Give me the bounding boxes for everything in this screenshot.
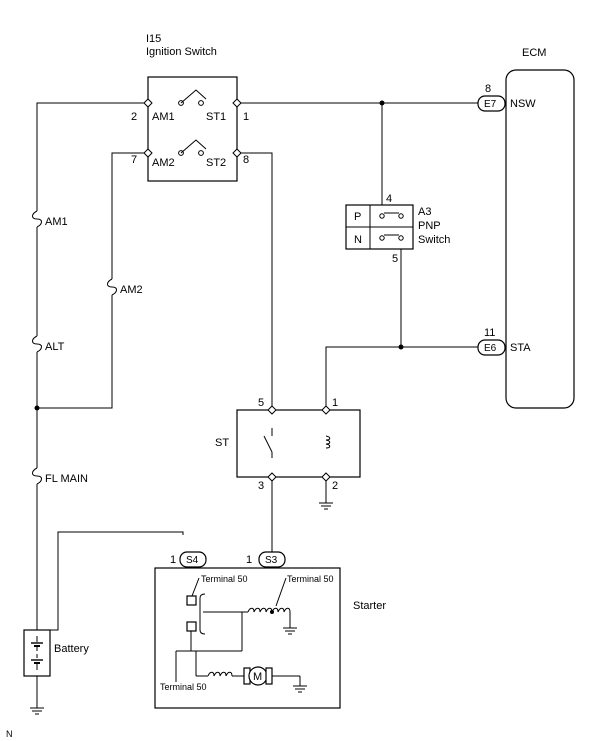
ground-icon	[30, 707, 44, 715]
ignition-switch-name: Ignition Switch	[146, 46, 217, 58]
motor-brush-icon	[265, 667, 273, 685]
pnp-pin-bottom: 5	[392, 253, 398, 265]
st-relay-label: ST	[215, 437, 229, 449]
terminal-st1-label: ST1	[206, 111, 226, 123]
st-relay-body	[236, 409, 361, 478]
terminal-50-label-a: Terminal 50	[201, 574, 248, 584]
relay-coil-icon	[325, 435, 331, 449]
relay-pin-5: 5	[258, 397, 264, 409]
connector-pin-icon	[321, 405, 331, 415]
connector-pin-icon	[321, 472, 331, 482]
st-relay: ST 5 1 3 2	[215, 397, 361, 510]
fuse-am1-icon	[32, 210, 42, 228]
relay-pin-2: 2	[332, 480, 338, 492]
ignition-switch-body	[147, 76, 238, 182]
terminal-am1-label: AM1	[152, 111, 175, 123]
fuse-fl-main-icon	[32, 467, 42, 485]
contact-terminal-icon	[198, 150, 204, 156]
fuse-alt-icon	[32, 335, 42, 353]
junction-dot-icon	[398, 344, 404, 350]
relay-pin-1: 1	[332, 397, 338, 409]
plunger-icon	[199, 593, 206, 635]
connector-pin-icon	[232, 98, 242, 108]
s3-pin: 1	[246, 554, 252, 566]
connector-s3-label: S3	[265, 555, 278, 566]
ignition-switch-code: I15	[146, 33, 161, 45]
pnp-position-n: N	[354, 234, 362, 246]
terminal-st2-label: ST2	[206, 157, 226, 169]
contact-terminal-icon	[198, 100, 204, 106]
contact-square-icon	[186, 595, 197, 606]
contact-terminal-icon	[398, 235, 404, 241]
connector-pin-icon	[267, 405, 277, 415]
relay-pin-3: 3	[258, 480, 264, 492]
connector-e6	[477, 339, 506, 356]
pnp-switch: 4 P N A3 PNP Switch 5	[345, 193, 450, 265]
fuse-alt-label: ALT	[45, 341, 65, 353]
solenoid-coil-icon	[247, 607, 273, 613]
contact-terminal-icon	[379, 213, 385, 219]
ground-icon	[283, 627, 297, 635]
pin-1-label: 1	[243, 111, 249, 123]
pin-2-label: 2	[131, 111, 137, 123]
ecm: ECM 8 E7 NSW 11 E6 STA	[477, 47, 575, 409]
fuse-am2-label: AM2	[120, 284, 143, 296]
connector-s4	[179, 551, 207, 568]
ecm-body	[505, 69, 575, 409]
fuses: AM1 AM2 ALT FL MAIN	[32, 210, 143, 485]
ecm-label: ECM	[522, 47, 546, 59]
ignition-switch: I15 Ignition Switch AM1 ST1 AM2 ST2 2 1 …	[131, 33, 249, 182]
connector-e6-label: E6	[484, 343, 497, 354]
ecm-nsw-signal: NSW	[510, 98, 536, 110]
connector-s3	[258, 551, 286, 568]
pnp-code: A3	[418, 206, 431, 218]
motor-field-coil-icon	[207, 671, 233, 677]
relay-switch-contact-icon	[263, 435, 273, 453]
ground-icon	[293, 685, 307, 693]
terminal-50-label-c: Terminal 50	[160, 682, 207, 692]
pnp-name-line1: PNP	[418, 220, 441, 232]
s4-pin: 1	[170, 554, 176, 566]
contact-square-icon	[186, 621, 197, 632]
fuse-am2-icon	[107, 278, 117, 296]
connector-e7-label: E7	[484, 99, 497, 110]
motor-symbol: M	[253, 671, 262, 683]
pin-8-label: 8	[243, 154, 249, 166]
contact-terminal-icon	[398, 213, 404, 219]
terminal-am2-label: AM2	[152, 157, 175, 169]
switch-contact-icon	[180, 139, 207, 154]
starter-label: Starter	[353, 600, 386, 612]
junction-dot-icon	[379, 100, 385, 106]
starter: Starter 1 S4 1 S3 Terminal 50 Terminal 5…	[154, 551, 386, 709]
junction-dot-icon	[34, 405, 40, 411]
connector-s4-label: S4	[186, 555, 199, 566]
ecm-sta-signal: STA	[510, 342, 531, 354]
connector-pin-icon	[143, 98, 153, 108]
connector-e7	[477, 95, 506, 112]
fuse-fl-main-label: FL MAIN	[45, 473, 88, 485]
terminal-50-label-b: Terminal 50	[287, 574, 334, 584]
ecm-nsw-pin: 8	[485, 83, 491, 95]
ground-icon	[319, 502, 333, 510]
corner-mark: N	[6, 729, 13, 739]
connector-pin-icon	[143, 148, 153, 158]
pnp-position-p: P	[354, 211, 361, 223]
ecm-sta-pin: 11	[484, 327, 495, 339]
battery: Battery	[23, 629, 89, 715]
pin-7-label: 7	[131, 154, 137, 166]
pnp-name-line2: Switch	[418, 234, 450, 246]
battery-label: Battery	[54, 643, 89, 655]
starter-body	[154, 567, 341, 709]
connector-pin-icon	[267, 472, 277, 482]
contact-terminal-icon	[379, 235, 385, 241]
fuse-am1-label: AM1	[45, 216, 68, 228]
connector-pin-icon	[232, 148, 242, 158]
switch-contact-icon	[180, 89, 207, 104]
pnp-pin-top: 4	[386, 193, 392, 205]
